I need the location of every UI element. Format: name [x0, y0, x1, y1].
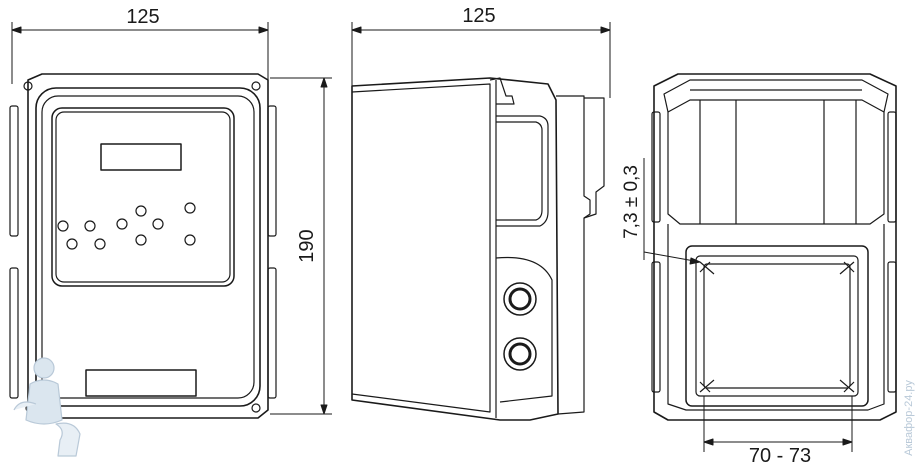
front-height-dimension [270, 77, 332, 415]
side-cable-channel-inner [496, 121, 543, 221]
front-enclosure-outline [27, 73, 269, 419]
side-cable-channel [496, 115, 549, 227]
side-body-seam [351, 83, 491, 413]
back-mount-plate-outer [685, 245, 869, 407]
button [57, 220, 69, 232]
button [184, 202, 196, 214]
button [84, 220, 96, 232]
left-grip-upper [9, 105, 19, 237]
mascot-body [25, 379, 63, 425]
screw-top-left [23, 81, 33, 91]
mount-spacing-label: 70 - 73 [749, 445, 811, 467]
left-grip-lower [9, 267, 19, 399]
button [66, 238, 78, 250]
cable-gland-lower-inner [508, 342, 532, 366]
front-height-label: 190 [296, 229, 318, 262]
back-enclosure-outline [653, 73, 897, 421]
front-panel-inner-frame [41, 95, 255, 399]
mascot-toilet [13, 401, 81, 457]
watermark-mascot [13, 357, 81, 457]
cable-gland-upper-inner [508, 287, 532, 311]
side-width-label: 125 [462, 5, 495, 27]
back-right-rail-lower [887, 261, 897, 393]
button-group [57, 202, 196, 250]
control-cover [51, 107, 235, 287]
tolerance-label: 7,3 ± 0,3 [621, 165, 642, 239]
side-back-plate [556, 95, 591, 415]
side-width-dimension [351, 22, 611, 98]
right-grip-lower [267, 267, 277, 399]
front-width-label: 125 [126, 6, 159, 28]
button [135, 205, 147, 217]
keyhole-bottom-left [699, 379, 715, 393]
right-grip-upper [267, 105, 277, 237]
lower-label-window [85, 369, 197, 397]
keyhole-top-left [699, 261, 715, 275]
back-left-rail-lower [651, 261, 661, 393]
button [94, 238, 106, 250]
button [184, 234, 196, 246]
screw-bottom-right [251, 403, 261, 413]
watermark-text: Аквафор-24.ру [903, 380, 915, 456]
cable-gland-lower [503, 337, 537, 371]
display-window [100, 143, 182, 171]
tolerance-dimension [643, 158, 701, 265]
cable-gland-upper [503, 282, 537, 316]
control-cover-inner [55, 111, 231, 283]
front-panel-frame [35, 87, 261, 407]
mascot-head [33, 357, 55, 379]
side-view [351, 77, 605, 421]
button [116, 218, 128, 230]
side-wall-bracket [583, 97, 605, 219]
side-lower-body [495, 256, 553, 403]
back-right-rail [887, 111, 897, 223]
back-upper-chamber [667, 112, 885, 225]
screw-top-right [251, 81, 261, 91]
side-clip-top [489, 77, 515, 105]
back-top-brace [663, 79, 889, 113]
back-left-rail [651, 111, 661, 223]
back-view [651, 73, 897, 421]
button [152, 218, 164, 230]
back-mount-plate-inner [703, 263, 851, 389]
mount-spacing-dimension [703, 396, 853, 452]
back-lower-frame [667, 224, 885, 411]
back-mount-plate [695, 255, 859, 397]
front-width-dimension [11, 22, 269, 84]
keyhole-top-right [839, 261, 855, 275]
keyhole-bottom-right [839, 379, 855, 393]
button [135, 234, 147, 246]
